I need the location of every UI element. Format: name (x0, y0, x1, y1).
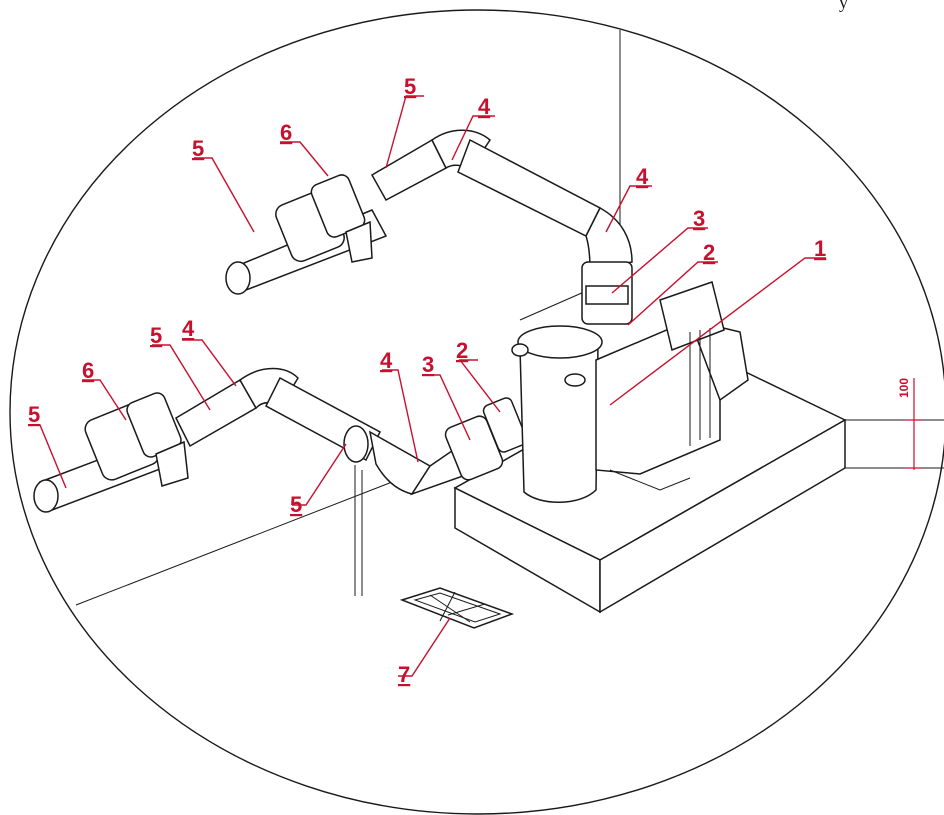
dimension-label: 100 (897, 378, 911, 398)
callout-5-lower-mid: 5 (150, 323, 162, 348)
callout-5-lower-left: 5 (28, 402, 40, 427)
floor-drain (399, 587, 515, 629)
callout-7: 7 (398, 662, 410, 687)
callout-4-upper-left: 4 (478, 94, 491, 119)
callout-2-lower: 2 (456, 338, 468, 363)
lower-pipe-run (33, 367, 528, 513)
upper-pipe-run (225, 129, 633, 325)
callout-3-lower: 3 (422, 352, 434, 377)
callout-4-upper-right: 4 (636, 164, 649, 189)
callout-5-upper-left: 5 (192, 136, 204, 161)
callout-6-upper: 6 (280, 120, 292, 145)
callout-labels: 1 2 3 2 3 4 4 4 4 5 5 5 5 5 6 6 7 (28, 74, 826, 687)
pump-assembly (511, 281, 749, 503)
callout-4-lower-left: 4 (182, 316, 195, 341)
callout-4-lower-right: 4 (380, 348, 393, 373)
dimension-marker: 100 (897, 378, 922, 470)
callout-5-upper-right: 5 (404, 74, 416, 99)
callout-2-upper: 2 (703, 240, 715, 265)
callout-leaders (30, 95, 826, 677)
callout-5-lower-pipe: 5 (290, 492, 302, 517)
callout-3-upper: 3 (693, 206, 705, 231)
callout-6-lower: 6 (82, 358, 94, 383)
corner-text: y (839, 0, 848, 12)
callout-1: 1 (814, 236, 826, 261)
detail-circle (9, 9, 944, 815)
